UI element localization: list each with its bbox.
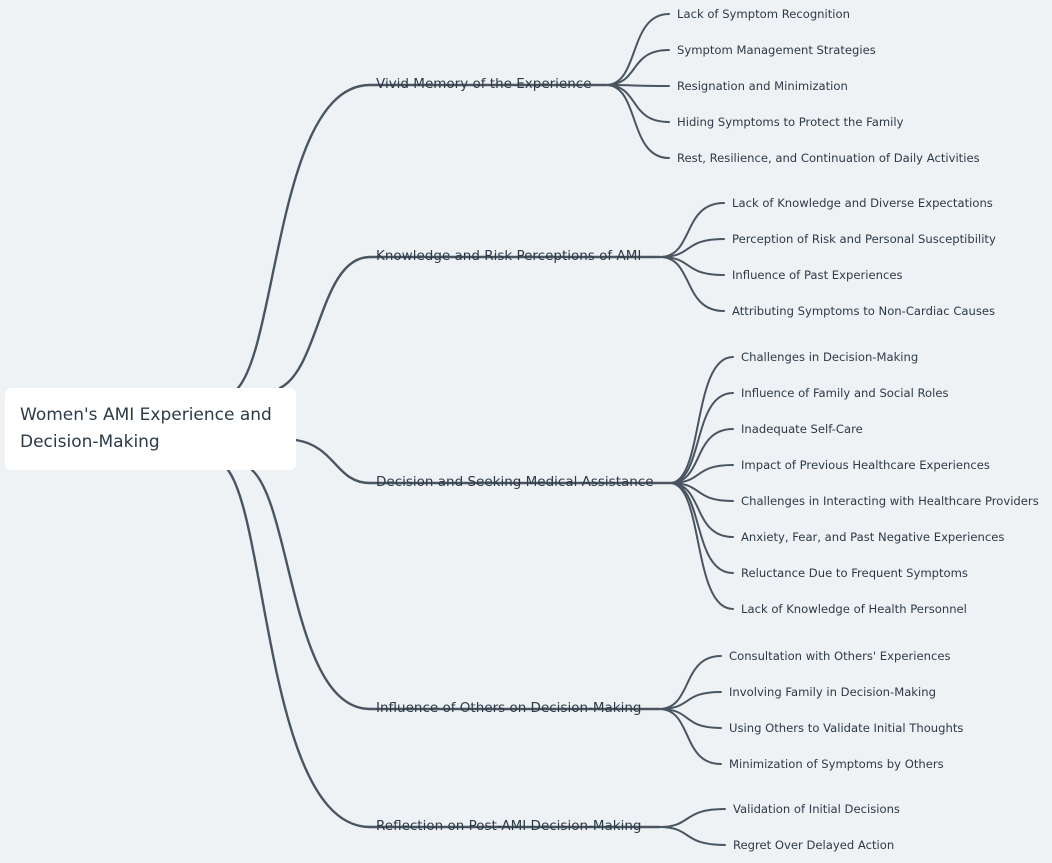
leaf-node[interactable]: Lack of Symptom Recognition [677, 7, 850, 21]
leaf-node[interactable]: Minimization of Symptoms by Others [729, 757, 944, 771]
leaf-node[interactable]: Lack of Knowledge of Health Personnel [741, 602, 967, 616]
leaf-connector-2-4 [659, 256, 725, 312]
leaf-node[interactable]: Anxiety, Fear, and Past Negative Experie… [741, 530, 1005, 544]
root-node[interactable]: Women's AMI Experience and Decision-Maki… [5, 388, 296, 470]
leaf-node[interactable]: Lack of Knowledge and Diverse Expectatio… [732, 196, 993, 210]
leaf-node[interactable]: Regret Over Delayed Action [733, 838, 895, 852]
leaf-connector-1-4 [605, 84, 670, 123]
root-node-title-line-2: Decision-Making [20, 432, 160, 452]
leaf-connector-3-4 [669, 464, 734, 484]
branch-connector-1 [236, 83, 372, 390]
leaf-connector-1-2 [605, 49, 670, 86]
leaf-connector-5-1 [658, 808, 726, 828]
leaf-node[interactable]: Attributing Symptoms to Non-Cardiac Caus… [732, 304, 996, 318]
leaf-node[interactable]: Symptom Management Strategies [677, 43, 876, 57]
leaf-connector-3-3 [669, 428, 734, 484]
leaf-node[interactable]: Using Others to Validate Initial Thought… [729, 721, 964, 735]
leaf-connector-4-3 [658, 708, 722, 729]
branch-node-1[interactable]: Vivid Memory of the Experience [376, 76, 592, 92]
leaf-node[interactable]: Consultation with Others' Experiences [729, 649, 951, 663]
leaf-node[interactable]: Rest, Resilience, and Continuation of Da… [677, 151, 980, 165]
leaf-connector-1-3 [605, 84, 670, 87]
leaf-node[interactable]: Influence of Family and Social Roles [741, 386, 949, 400]
branch-connector-4 [250, 468, 372, 711]
leaf-node[interactable]: Reluctance Due to Frequent Symptoms [741, 566, 968, 580]
branch-connector-3 [294, 438, 372, 485]
root-node-title-line-1: Women's AMI Experience and [20, 405, 272, 425]
branch-node-4[interactable]: Influence of Others on Decision-Making [376, 700, 642, 716]
leaf-node[interactable]: Resignation and Minimization [677, 79, 848, 93]
branch-connector-5 [226, 468, 372, 829]
leaf-node[interactable]: Challenges in Interacting with Healthcar… [741, 494, 1039, 508]
leaf-connector-3-2 [669, 392, 734, 484]
leaf-connector-2-1 [659, 202, 725, 258]
branch-node-3[interactable]: Decision and Seeking Medical Assistance [376, 474, 654, 490]
branch-node-5[interactable]: Reflection on Post-AMI Decision-Making [376, 818, 642, 834]
leaf-node[interactable]: Hiding Symptoms to Protect the Family [677, 115, 904, 129]
leaf-node[interactable]: Involving Family in Decision-Making [729, 685, 936, 699]
leaf-node[interactable]: Challenges in Decision-Making [741, 350, 919, 364]
leaf-connector-3-8 [669, 482, 734, 610]
leaf-connector-2-2 [659, 238, 725, 258]
branch-connector-2 [278, 255, 372, 390]
leaf-connector-5-2 [658, 826, 726, 846]
leaf-node[interactable]: Impact of Previous Healthcare Experience… [741, 458, 990, 472]
leaf-connector-3-6 [669, 482, 734, 538]
leaf-connector-1-1 [605, 13, 670, 86]
leaf-connector-1-5 [605, 84, 670, 159]
leaf-connector-4-1 [658, 655, 722, 710]
leaf-node[interactable]: Inadequate Self-Care [741, 422, 863, 436]
leaf-node[interactable]: Perception of Risk and Personal Suscepti… [732, 232, 996, 246]
leaf-node[interactable]: Validation of Initial Decisions [733, 802, 900, 816]
leaf-connector-4-4 [658, 708, 722, 765]
leaf-connector-3-1 [669, 356, 734, 484]
branch-node-2[interactable]: Knowledge and Risk Perceptions of AMI [376, 248, 642, 264]
leaf-connector-4-2 [658, 691, 722, 710]
leaf-node[interactable]: Influence of Past Experiences [732, 268, 903, 282]
